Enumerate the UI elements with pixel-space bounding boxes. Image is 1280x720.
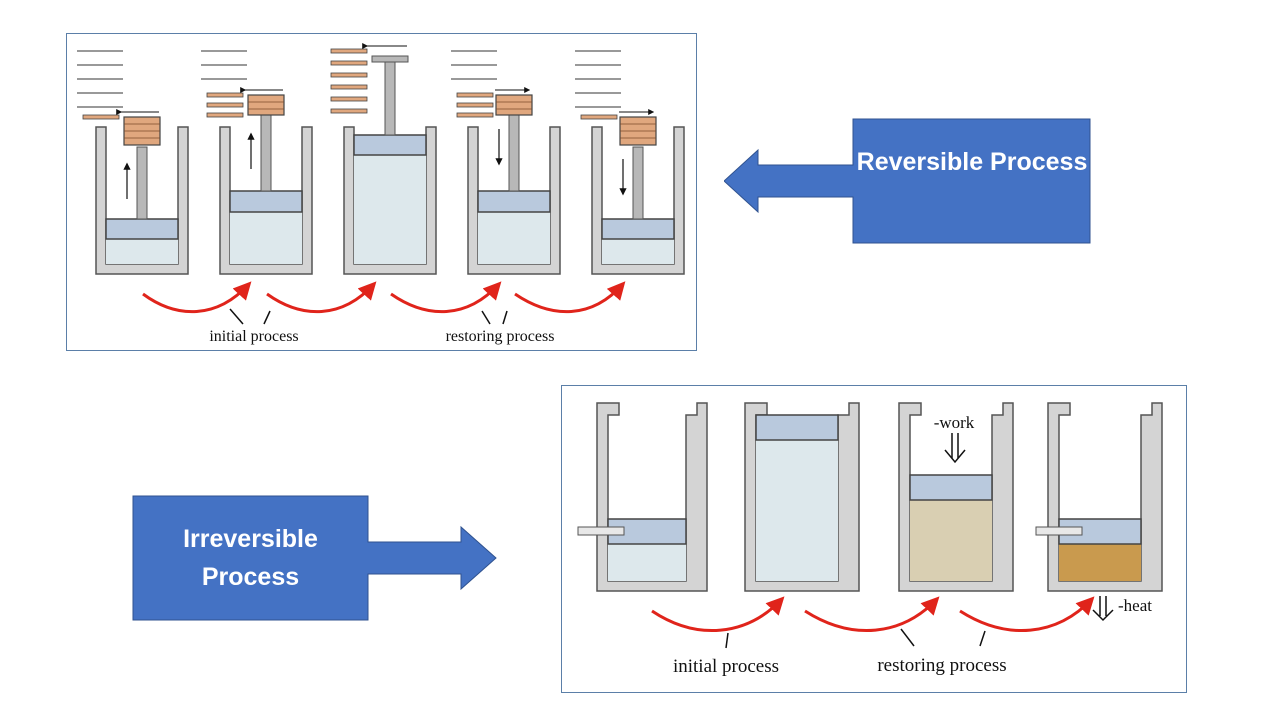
reversible-initial-process-label: initial process (209, 328, 298, 345)
reversible-restoring-process-label: restoring process (446, 328, 555, 345)
irreversible-process-diagram: -work -heat (561, 385, 1187, 693)
irreversible-process-curves (651, 596, 1095, 632)
heat-label: -heat (1118, 596, 1152, 615)
irreversible-cylinder-4 (1035, 402, 1163, 592)
work-label: -work (934, 413, 975, 432)
reversible-process-curves (142, 281, 626, 314)
irreversible-initial-process-label: initial process (673, 656, 779, 677)
irreversible-process-label: Irreversible Process (183, 525, 318, 591)
reversible-cylinder-3 (330, 43, 437, 275)
reversible-process-callout: Reversible Process (724, 118, 1092, 246)
reversible-process-diagram: initial process restoring process (66, 33, 697, 351)
irreversible-cylinder-3: -work (898, 402, 1014, 592)
irreversible-cylinder-2 (744, 402, 860, 592)
heat-down-arrow-icon (1092, 596, 1114, 622)
work-down-arrow-icon (944, 433, 966, 464)
irreversible-restoring-process-label: restoring process (877, 655, 1006, 676)
irreversible-cylinder-1 (577, 402, 708, 592)
reversible-cylinder-5 (575, 50, 685, 275)
reversible-cylinder-4 (451, 50, 561, 275)
reversible-cylinder-1 (77, 50, 189, 275)
irreversible-process-callout: Irreversible Process (132, 495, 498, 623)
reversible-process-label: Reversible Process (856, 148, 1088, 176)
reversible-cylinder-2 (201, 50, 313, 275)
